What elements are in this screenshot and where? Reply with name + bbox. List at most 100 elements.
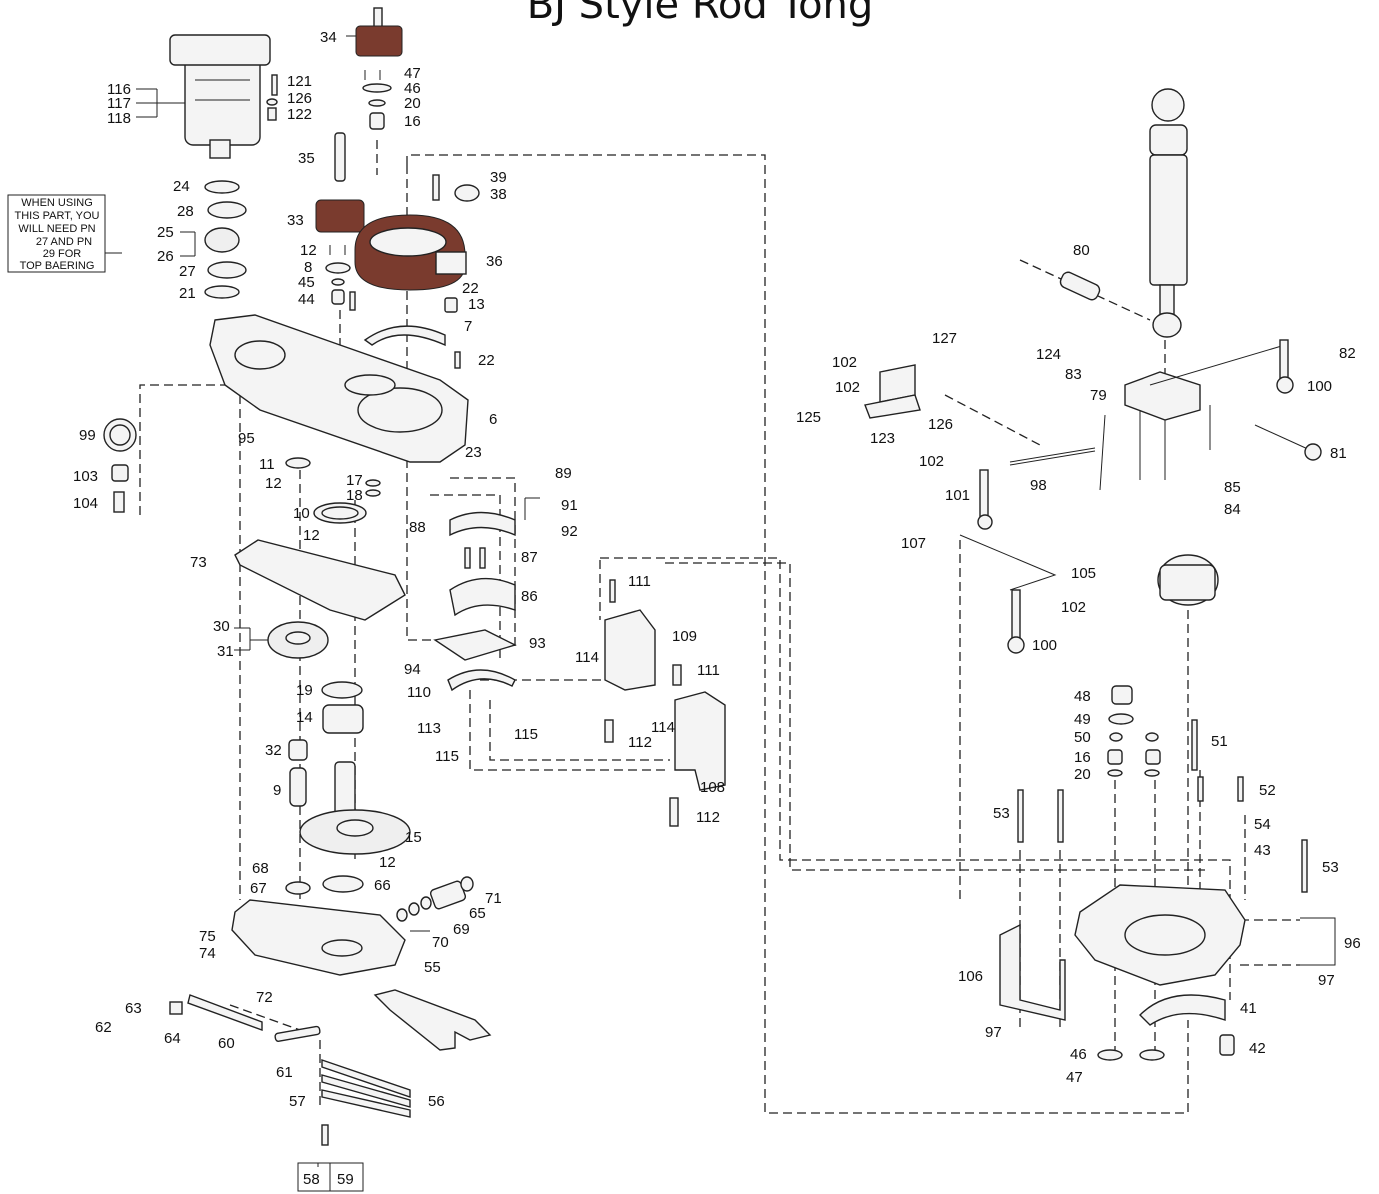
hydraulic-motor [169, 34, 271, 159]
callout-label: 53 [1322, 859, 1339, 876]
callout-label: 94 [404, 661, 421, 678]
callout-label: 34 [320, 29, 337, 46]
rotor-assembly [1157, 554, 1219, 606]
callout-label: 127 [932, 330, 957, 347]
callout-label: 95 [238, 430, 255, 447]
linkage-98-105 [959, 339, 1294, 654]
callout-label: 96 [1344, 935, 1361, 952]
callout-label: 38 [490, 186, 507, 203]
callout-label: 98 [1030, 477, 1047, 494]
callout-label: 104 [73, 495, 98, 512]
callout-label: 31 [217, 643, 234, 660]
callout-label: 32 [265, 742, 282, 759]
callout-label: 115 [435, 748, 459, 765]
callout-label: 118 [107, 110, 131, 127]
callout-label: 75 [199, 928, 216, 945]
rings-66-67 [285, 875, 364, 895]
bearings-stack-left [204, 180, 247, 299]
spring-80 [1059, 271, 1101, 301]
seal-rings-10-11 [285, 457, 381, 524]
callout-label: 112 [628, 734, 652, 751]
callout-label: 97 [1318, 972, 1335, 989]
note-line: WHEN USING [21, 197, 93, 209]
long-bolts [1017, 719, 1308, 893]
bracket-96 [1300, 917, 1336, 966]
bolt-81 [1254, 424, 1322, 461]
callout-label: 16 [404, 113, 421, 130]
shaft-35 [334, 132, 346, 182]
callout-label: 126 [287, 90, 312, 107]
callout-label: 66 [374, 877, 391, 894]
callout-label: 68 [252, 860, 269, 877]
callout-label: 89 [555, 465, 572, 482]
callout-label: 54 [1254, 816, 1271, 833]
pinion-gear-15 [299, 761, 411, 855]
callout-label: 111 [697, 662, 720, 679]
callout-label: 9 [273, 782, 281, 799]
callout-label: 64 [164, 1030, 181, 1047]
callout-label: 7 [464, 318, 472, 335]
callout-label: 114 [651, 719, 675, 736]
callout-label: 116 [107, 81, 131, 98]
callout-label: 100 [1307, 378, 1332, 395]
callout-label: 23 [465, 444, 482, 461]
callout-label: 69 [453, 921, 470, 938]
callout-label: 102 [835, 379, 860, 396]
note-box: WHEN USING THIS PART, YOU WILL NEED PN 2… [7, 194, 122, 273]
callout-label: 102 [1061, 599, 1086, 616]
callout-label: 67 [250, 880, 267, 897]
bottom-plate-55 [231, 899, 406, 976]
callout-label: 72 [256, 989, 273, 1006]
diagram-title: BJ Style Rod Tong [527, 0, 874, 28]
callout-label: 45 [298, 274, 315, 291]
top-gear-34 [355, 7, 403, 130]
callout-label: 56 [428, 1093, 445, 1110]
callout-label: 71 [485, 890, 502, 907]
callout-label: 101 [945, 487, 970, 504]
callout-label: 59 [337, 1171, 354, 1188]
callout-label: 53 [993, 805, 1010, 822]
callout-label: 20 [1074, 766, 1091, 783]
callout-label: 57 [289, 1093, 306, 1110]
note-line: WILL NEED PN [18, 223, 95, 235]
callout-label: 35 [298, 150, 315, 167]
callout-label: 70 [432, 934, 449, 951]
callout-label: 88 [409, 519, 426, 536]
callout-label: 12 [265, 475, 282, 492]
callout-label: 124 [1036, 346, 1061, 363]
callout-label: 43 [1254, 842, 1271, 859]
callout-label: 20 [404, 95, 421, 112]
valve-65-71 [396, 876, 474, 922]
callout-label: 62 [95, 1019, 112, 1036]
gear-33 [315, 199, 365, 305]
note-line: TOP BAERING [20, 260, 95, 272]
callout-label: 106 [958, 968, 983, 985]
callout-label: 82 [1339, 345, 1356, 362]
bearing-38-39 [432, 174, 480, 202]
callout-label: 105 [1071, 565, 1096, 582]
callout-label: 80 [1073, 242, 1090, 259]
callout-label: 103 [73, 468, 98, 485]
callout-label: 110 [407, 684, 431, 701]
washers-46-47 [1097, 1049, 1165, 1061]
callout-label: 60 [218, 1035, 235, 1052]
callout-label: 111 [628, 573, 651, 590]
callout-label: 36 [486, 253, 503, 270]
callout-label: 108 [700, 779, 725, 796]
cylinder [1149, 88, 1188, 338]
callout-label: 55 [424, 959, 441, 976]
callout-label: 61 [276, 1064, 293, 1081]
callout-label: 28 [177, 203, 194, 220]
callout-label: 12 [300, 242, 317, 259]
snap-ring-41 [1139, 994, 1235, 1056]
callout-label: 14 [296, 709, 313, 726]
callout-label: 85 [1224, 479, 1241, 496]
stack-48-50 [1107, 685, 1161, 777]
callout-label: 93 [529, 635, 546, 652]
brake-band-86-88 [433, 511, 517, 692]
callout-label: 50 [1074, 729, 1091, 746]
rotor-housing [1074, 884, 1246, 986]
frame-106 [999, 923, 1066, 1021]
callout-label: 100 [1032, 637, 1057, 654]
note-line: 27 AND PN [36, 236, 92, 248]
